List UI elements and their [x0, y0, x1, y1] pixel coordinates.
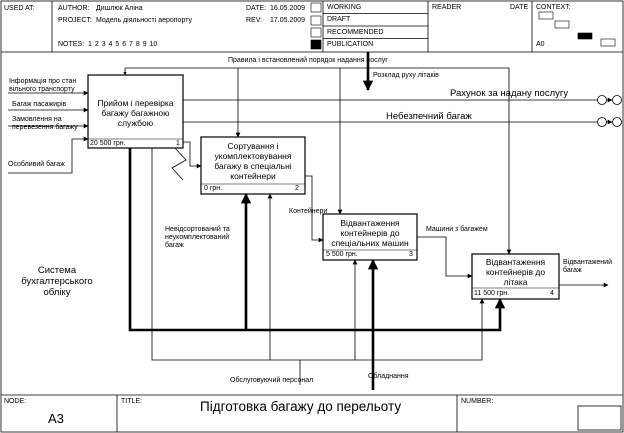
- rev-value: 17.05.2009: [270, 17, 306, 24]
- activity-num-4: 4: [550, 290, 554, 297]
- project-label: PROJECT:: [58, 17, 92, 24]
- arrow-input-special: [8, 136, 89, 174]
- used-at-label: USED AT:: [4, 5, 35, 12]
- label-output-unsorted: Невідсортований та неукомплектований баг…: [165, 226, 230, 249]
- activity-cost-3: 5 500 грн.: [326, 251, 358, 258]
- date-value: 16.05.2009: [270, 5, 306, 12]
- arrow-containers: [305, 175, 324, 243]
- label-mech-accounting: Система бухгалтерського обліку: [21, 265, 93, 298]
- activity-box-1: [87, 74, 184, 149]
- activity-box-2: [200, 136, 306, 195]
- arrow-equipment-loop: [128, 148, 506, 332]
- activity-boxes: [87, 74, 560, 300]
- reader-date-label: DATE: [510, 4, 529, 11]
- status-checkboxes: [310, 2, 322, 50]
- activity-box-3: [322, 213, 418, 261]
- arrow-trucks: [417, 236, 473, 279]
- label-mech-equipment: Обладнання: [368, 373, 409, 380]
- activity-cost-1: 20 500 грн.: [90, 140, 126, 147]
- activity-title-3: Відвантаження контейнерів до спеціальних…: [331, 218, 409, 248]
- label-control-rules: Правила і встановлений порядок надання п…: [228, 57, 388, 64]
- activity-cost-2: 0 грн.: [204, 185, 223, 192]
- node-label: NODE:: [4, 398, 27, 405]
- diagram-title: Підготовка багажу до перельоту: [200, 399, 402, 414]
- label-flow-trucks: Машини з багажем: [426, 226, 488, 233]
- status-recommended: RECOMMENDED: [327, 29, 384, 36]
- arrow-control-rules: [125, 67, 512, 255]
- reader-label: READER: [432, 4, 462, 11]
- label-input-order: Замовлення на перевезення багажу: [12, 116, 78, 131]
- activity-title-2: Сортування і укомплектовування багажу в …: [214, 141, 292, 181]
- thick-arrows: [128, 52, 506, 390]
- rev-label: REV:: [246, 17, 263, 24]
- label-input-baggage: Багаж пасажирів: [12, 101, 67, 108]
- label-control-schedule: Розклад руху літаків: [373, 72, 439, 79]
- context-node: A0: [536, 41, 545, 48]
- number-label: NUMBER:: [461, 398, 494, 405]
- notes-numbers: 1 2 3 4 5 6 7 8 9 10: [88, 41, 158, 48]
- context-thumbnail: [538, 11, 616, 47]
- activity-title-4: Відвантаження контейнерів до літака: [485, 257, 546, 287]
- label-input-special: Особливий багаж: [8, 161, 65, 168]
- date-label: DATE:: [246, 5, 267, 12]
- output-tunnel-ends: [597, 95, 622, 127]
- status-publication: PUBLICATION: [327, 41, 374, 48]
- activity-box-4: [471, 253, 560, 300]
- label-flow-containers: Контейнери: [289, 208, 328, 215]
- activity-title-1: Прийом і перевірка багажу багажною служб…: [97, 98, 174, 128]
- label-output-invoice: Рахунок за надану послугу: [450, 88, 569, 99]
- title-label: TITLE:: [121, 398, 143, 405]
- label-output-shipped: Відвантажений багаж: [563, 259, 612, 274]
- activity-cost-4: 11 500 грн.: [474, 290, 510, 297]
- box-footer-lines: [88, 138, 559, 289]
- activity-num-3: 3: [409, 251, 413, 258]
- label-input-info: Інформація про стан вільного транспорту: [9, 78, 77, 93]
- label-mech-staff: Обслуговуючий персонал: [230, 377, 314, 384]
- context-label: CONTEXT:: [536, 4, 571, 11]
- status-draft: DRAFT: [327, 16, 351, 23]
- activity-num-2: 2: [295, 185, 299, 192]
- author-value: Дишлюк Аліна: [96, 5, 143, 12]
- notes-label: NOTES:: [58, 41, 85, 48]
- author-label: AUTHOR:: [58, 5, 90, 12]
- label-output-dangerous: Небезпечний багаж: [386, 111, 472, 122]
- node-value: A3: [48, 411, 64, 426]
- arrow-unsorted-loop: [171, 147, 187, 181]
- activity-num-1: 1: [176, 140, 180, 147]
- status-working: WORKING: [327, 4, 362, 11]
- frame-footer: [1, 394, 623, 432]
- arrow-box1-to-box2: [183, 141, 202, 169]
- project-value: Модель діяльності аеропорту: [96, 17, 192, 24]
